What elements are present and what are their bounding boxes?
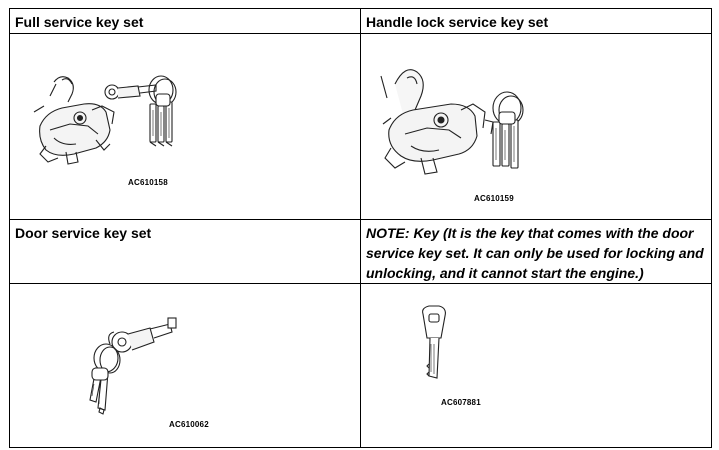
note-key-title: NOTE: Key (It is the key that comes with…: [360, 219, 712, 284]
handle-lock-key-set-illustration-icon: AC610159: [361, 34, 711, 219]
full-service-key-set-cell: AC610158: [9, 33, 361, 220]
door-service-key-set-code: AC610062: [169, 420, 209, 429]
note-key-code: AC607881: [441, 398, 481, 407]
header-row-2: Door service key set NOTE: Key (It is th…: [9, 219, 712, 284]
full-service-key-set-title: Full service key set: [9, 8, 361, 34]
key-set-table: Full service key set Handle lock service…: [9, 8, 712, 448]
note-key-cell: AC607881: [360, 283, 712, 448]
image-row-2: AC610062 AC607881: [9, 283, 712, 448]
key-set-reference-sheet: Full service key set Handle lock service…: [9, 8, 712, 448]
key-set-illustration-icon: AC610158: [10, 34, 360, 219]
single-key-illustration-icon: AC607881: [361, 284, 711, 447]
door-lock-cylinder-illustration-icon: AC610062: [10, 284, 360, 447]
door-service-key-set-title: Door service key set: [9, 219, 361, 284]
handle-lock-service-key-set-cell: AC610159: [360, 33, 712, 220]
door-service-key-set-cell: AC610062: [9, 283, 361, 448]
image-row-1: AC610158: [9, 33, 712, 220]
handle-lock-service-key-set-code: AC610159: [474, 194, 514, 203]
handle-lock-service-key-set-title: Handle lock service key set: [360, 8, 712, 34]
header-row-1: Full service key set Handle lock service…: [9, 8, 712, 34]
full-service-key-set-code: AC610158: [128, 178, 168, 187]
